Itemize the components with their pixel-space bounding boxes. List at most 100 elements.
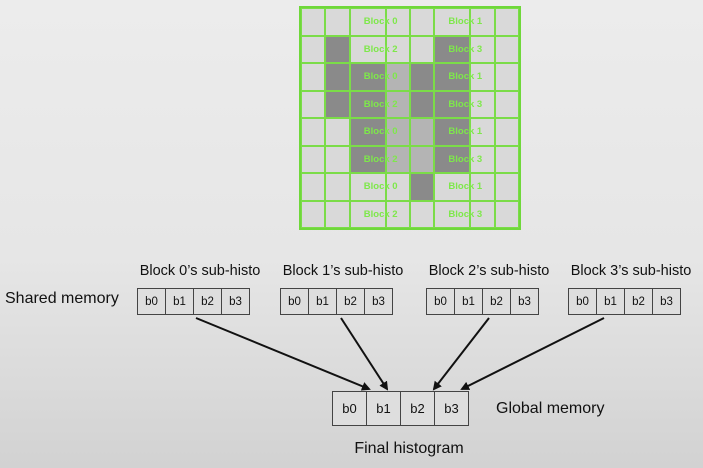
grid-cell-r7-c4 bbox=[409, 200, 435, 228]
block-0-bins: b0 b1 b2 b3 bbox=[137, 288, 250, 315]
grid-block-label: Block 1 bbox=[448, 126, 483, 138]
grid-cell-r6-c3 bbox=[385, 173, 410, 201]
grid-cell-r5-c7 bbox=[494, 145, 519, 173]
grid-cell-r2-c5: Block 1 bbox=[434, 63, 482, 91]
block-3-bin-b3: b3 bbox=[652, 288, 681, 315]
grid-cell-r5-c1 bbox=[325, 145, 350, 173]
grid-cell-r3-c2: Block 2 bbox=[349, 90, 398, 118]
grid-block-label: Block 3 bbox=[448, 153, 483, 165]
grid-block-label: Block 1 bbox=[448, 71, 483, 83]
grid-block-label: Block 2 bbox=[363, 153, 398, 165]
arrow-block3-b1-to-final-b3 bbox=[460, 317, 605, 390]
grid-cell-r1-c0 bbox=[301, 35, 326, 63]
grid-cell-r7-c0 bbox=[301, 200, 326, 228]
shared-memory-label: Shared memory bbox=[5, 290, 119, 307]
grid-cell-r7-c3 bbox=[385, 200, 410, 228]
grid-block-label: Block 0 bbox=[363, 16, 398, 28]
block-1-bin-b1: b1 bbox=[308, 288, 337, 315]
grid-block-label: Block 2 bbox=[363, 43, 398, 55]
block-0-bin-b1: b1 bbox=[165, 288, 194, 315]
grid-cell-r0-c3 bbox=[385, 8, 410, 36]
grid-cell-r2-c7 bbox=[494, 63, 519, 91]
block-1-bin-b3: b3 bbox=[364, 288, 393, 315]
grid-cell-r4-c3 bbox=[385, 118, 410, 146]
grid-block-label: Block 1 bbox=[448, 16, 483, 28]
grid-cell-r4-c7 bbox=[494, 118, 519, 146]
grid-block-label: Block 0 bbox=[363, 126, 398, 138]
grid-block-label: Block 0 bbox=[363, 71, 398, 83]
grid-cell-r0-c6 bbox=[470, 8, 495, 36]
grid-cell-r5-c3 bbox=[385, 145, 410, 173]
block-0-bin-b0: b0 bbox=[137, 288, 166, 315]
global-memory-label: Global memory bbox=[496, 400, 605, 417]
block-3-bin-b1: b1 bbox=[596, 288, 625, 315]
grid-cell-r5-c6 bbox=[470, 145, 495, 173]
grid-cell-r2-c6 bbox=[470, 63, 495, 91]
grid-cell-r1-c7 bbox=[494, 35, 519, 63]
grid-cell-r0-c1 bbox=[325, 8, 350, 36]
grid-cell-r4-c6 bbox=[470, 118, 495, 146]
grid-cell-r7-c5: Block 3 bbox=[434, 200, 482, 228]
block-2-bin-b2: b2 bbox=[482, 288, 511, 315]
grid-cell-r0-c0 bbox=[301, 8, 326, 36]
grid-cell-r6-c1 bbox=[325, 173, 350, 201]
grid-cell-r5-c5: Block 3 bbox=[434, 145, 482, 173]
grid-cell-r4-c1 bbox=[325, 118, 350, 146]
grid-cell-r7-c2: Block 2 bbox=[349, 200, 398, 228]
grid-block-label: Block 2 bbox=[363, 98, 398, 110]
final-histogram-bins: b0 b1 b2 b3 bbox=[332, 391, 469, 426]
grid-cell-r4-c4 bbox=[409, 118, 435, 146]
grid-cell-r3-c5: Block 3 bbox=[434, 90, 482, 118]
arrow-block0-b0-to-final-b1 bbox=[195, 317, 371, 391]
block-1-title: Block 1’s sub-histo bbox=[282, 263, 404, 279]
block-3-title: Block 3’s sub-histo bbox=[570, 263, 692, 279]
block-2-bin-b3: b3 bbox=[510, 288, 539, 315]
grid-cell-r3-c3 bbox=[385, 90, 410, 118]
grid-cell-r2-c2: Block 0 bbox=[349, 63, 398, 91]
grid-cell-r2-c4 bbox=[409, 63, 435, 91]
block-2-bins: b0 b1 b2 b3 bbox=[426, 288, 539, 315]
block-3-bin-b2: b2 bbox=[624, 288, 653, 315]
grid-cell-r1-c5: Block 3 bbox=[434, 35, 482, 63]
grid-cell-r0-c4 bbox=[409, 8, 435, 36]
grid-cell-r5-c0 bbox=[301, 145, 326, 173]
final-bin-b0: b0 bbox=[332, 391, 367, 426]
grid-cell-r7-c1 bbox=[325, 200, 350, 228]
grid-cell-r1-c3 bbox=[385, 35, 410, 63]
grid-block-label: Block 1 bbox=[448, 181, 483, 193]
grid-cell-r3-c7 bbox=[494, 90, 519, 118]
grid-cell-r4-c5: Block 1 bbox=[434, 118, 482, 146]
grid-block-label: Block 3 bbox=[448, 98, 483, 110]
grid-cell-r3-c6 bbox=[470, 90, 495, 118]
grid-cell-r3-c4 bbox=[409, 90, 435, 118]
block-1-bins: b0 b1 b2 b3 bbox=[280, 288, 393, 315]
grid-cell-r1-c4 bbox=[409, 35, 435, 63]
block-2-bin-b1: b1 bbox=[454, 288, 483, 315]
block-0-title: Block 0’s sub-histo bbox=[139, 263, 261, 279]
grid-cell-r4-c2: Block 0 bbox=[349, 118, 398, 146]
block-2-title: Block 2’s sub-histo bbox=[428, 263, 550, 279]
final-bin-b3: b3 bbox=[434, 391, 469, 426]
grid-cell-r5-c4 bbox=[409, 145, 435, 173]
grid-cell-r0-c7 bbox=[494, 8, 519, 36]
grid-cell-r1-c2: Block 2 bbox=[349, 35, 398, 63]
grid-cell-r0-c5: Block 1 bbox=[434, 8, 482, 36]
grid-cell-r7-c6 bbox=[470, 200, 495, 228]
grid-cell-r6-c0 bbox=[301, 173, 326, 201]
grid-cell-r1-c1 bbox=[325, 35, 350, 63]
grid-cell-r6-c2: Block 0 bbox=[349, 173, 398, 201]
grid-block-label: Block 3 bbox=[448, 43, 483, 55]
block-1-bin-b2: b2 bbox=[336, 288, 365, 315]
grid-cell-r2-c1 bbox=[325, 63, 350, 91]
grid-cell-r3-c0 bbox=[301, 90, 326, 118]
arrow-block1-b2-to-final-b1 bbox=[340, 317, 389, 391]
grid-cell-r2-c3 bbox=[385, 63, 410, 91]
grid-cell-r4-c0 bbox=[301, 118, 326, 146]
arrow-block2-b2-to-final-b2 bbox=[432, 317, 490, 391]
block-0-bin-b3: b3 bbox=[221, 288, 250, 315]
grid-cell-r1-c6 bbox=[470, 35, 495, 63]
grid-cell-r5-c2: Block 2 bbox=[349, 145, 398, 173]
grid-cell-r6-c5: Block 1 bbox=[434, 173, 482, 201]
